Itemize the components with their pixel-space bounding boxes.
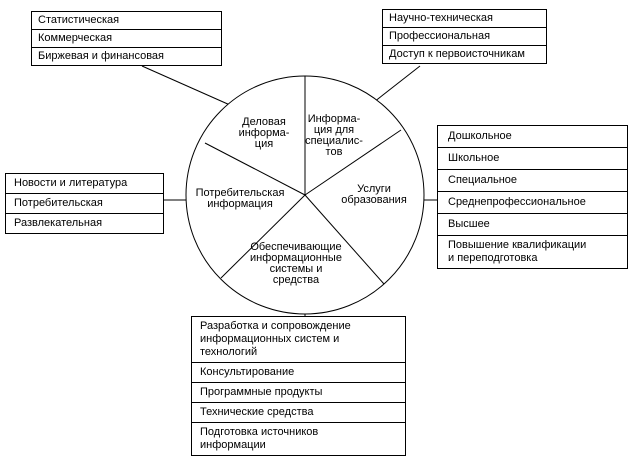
sector-label-line: тов — [326, 146, 343, 158]
divider-systems-consumer — [220, 194, 306, 279]
list-item: Специальное — [438, 170, 627, 192]
box-systems: Разработка и сопровождение информационны… — [191, 316, 406, 456]
box-consumer: Новости и литература Потребительская Раз… — [5, 173, 164, 234]
sector-label-line: информация — [207, 198, 273, 210]
list-item: Программные продукты — [192, 383, 405, 403]
sector-label-line: Обеспечивающие — [250, 241, 341, 253]
sector-label-line: средства — [273, 274, 320, 286]
sector-label-line: образования — [341, 194, 407, 206]
list-item: Развлекательная — [14, 217, 103, 229]
list-item: Профессиональная — [383, 28, 546, 46]
list-item: Подготовка источников информации — [200, 426, 319, 451]
list-item: Доступ к первоисточникам — [389, 48, 525, 60]
list-item: Статистическая — [32, 12, 221, 30]
box-specialists: Научно-техническая Профессиональная Дост… — [382, 9, 547, 64]
sector-label-line: ция — [255, 138, 273, 150]
list-item: Потребительская — [6, 194, 163, 214]
sector-label-line: Деловая — [242, 116, 286, 128]
sector-label-line: Информа- — [308, 113, 361, 125]
sector-label-line: информа- — [239, 127, 290, 139]
sector-label-line: Услуги — [357, 183, 391, 195]
list-item: Среднепрофессиональное — [438, 192, 627, 214]
sector-label-line: специалис- — [305, 135, 363, 147]
sector-label-line: Потребительская — [196, 187, 285, 199]
divider-consumer-business — [204, 142, 306, 196]
list-item: Биржевая и финансовая — [38, 50, 165, 62]
list-item: Технические средства — [192, 403, 405, 423]
list-item: Повышение квалификации и переподготовка — [448, 239, 587, 264]
sector-label-line: информационные — [250, 252, 342, 264]
list-item: Научно-техническая — [383, 10, 546, 28]
list-item: Дошкольное — [438, 126, 627, 148]
sector-label-line: ция для — [314, 124, 354, 136]
list-item: Новости и литература — [6, 174, 163, 194]
sector-label-line: системы и — [270, 263, 323, 275]
list-item: Консультирование — [192, 363, 405, 383]
divider-specialists-education — [304, 129, 402, 196]
list-item: Высшее — [438, 214, 627, 236]
list-item: Коммерческая — [32, 30, 221, 48]
divider-education-systems — [304, 194, 385, 285]
box-education: Дошкольное Школьное Специальное Среднепр… — [437, 125, 628, 269]
list-item: Школьное — [438, 148, 627, 170]
box-business: Статистическая Коммерческая Биржевая и ф… — [31, 11, 222, 66]
list-item: Разработка и сопровождение информационны… — [192, 317, 405, 363]
